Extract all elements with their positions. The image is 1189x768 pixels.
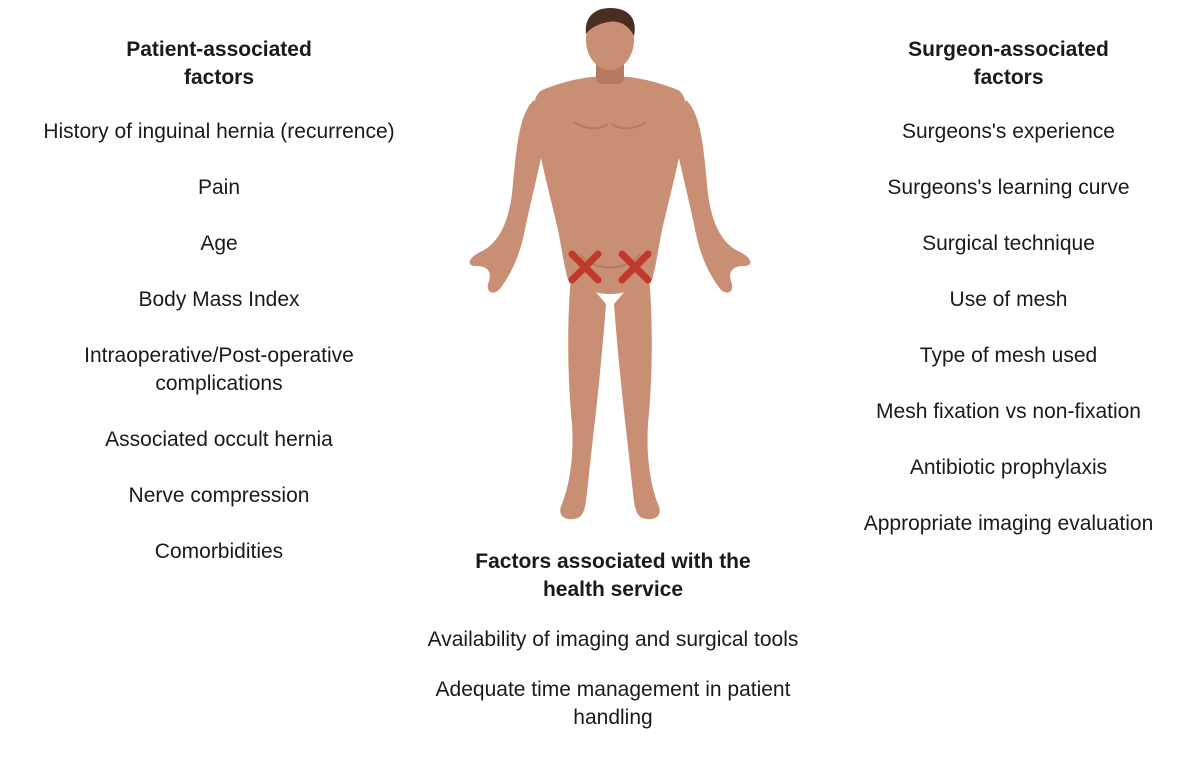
surgeon-factor-item: Surgeons's experience bbox=[828, 118, 1189, 146]
surgeon-factor-item: Use of mesh bbox=[828, 286, 1189, 314]
patient-factors-column: Patient-associated factors History of in… bbox=[0, 36, 438, 594]
patient-factor-item: Nerve compression bbox=[0, 482, 438, 510]
health-service-factors-column: Factors associated with the health servi… bbox=[398, 548, 828, 754]
surgeon-factors-heading: Surgeon-associated factors bbox=[828, 36, 1189, 92]
surgeon-factor-item: Mesh fixation vs non-fixation bbox=[828, 398, 1189, 426]
patient-factor-item: Comorbidities bbox=[0, 538, 438, 566]
surgeon-factor-item: Antibiotic prophylaxis bbox=[828, 454, 1189, 482]
left-arm bbox=[470, 100, 544, 293]
patient-factors-heading: Patient-associated factors bbox=[0, 36, 438, 92]
patient-factor-item: Body Mass Index bbox=[0, 286, 438, 314]
right-arm bbox=[676, 100, 750, 293]
right-leg bbox=[614, 264, 660, 519]
torso bbox=[534, 76, 687, 294]
patient-factor-item: History of inguinal hernia (recurrence) bbox=[0, 118, 438, 146]
health-service-heading: Factors associated with the health servi… bbox=[398, 548, 828, 604]
human-body-figure bbox=[462, 4, 758, 528]
patient-factor-item: Pain bbox=[0, 174, 438, 202]
surgeon-factor-item: Appropriate imaging evaluation bbox=[828, 510, 1189, 538]
surgeon-factors-column: Surgeon-associated factors Surgeons's ex… bbox=[828, 36, 1189, 566]
surgeon-factor-item: Surgeons's learning curve bbox=[828, 174, 1189, 202]
health-service-item: Adequate time management in patient hand… bbox=[398, 676, 828, 732]
patient-factor-item: Age bbox=[0, 230, 438, 258]
surgeon-factor-item: Type of mesh used bbox=[828, 342, 1189, 370]
surgeon-factor-item: Surgical technique bbox=[828, 230, 1189, 258]
patient-factor-item-text: Intraoperative/Post-operative complicati… bbox=[49, 342, 389, 398]
health-service-item: Availability of imaging and surgical too… bbox=[398, 626, 828, 654]
patient-factor-item: Associated occult hernia bbox=[0, 426, 438, 454]
left-leg bbox=[560, 264, 606, 519]
patient-factor-item: Intraoperative/Post-operative complicati… bbox=[0, 342, 438, 398]
